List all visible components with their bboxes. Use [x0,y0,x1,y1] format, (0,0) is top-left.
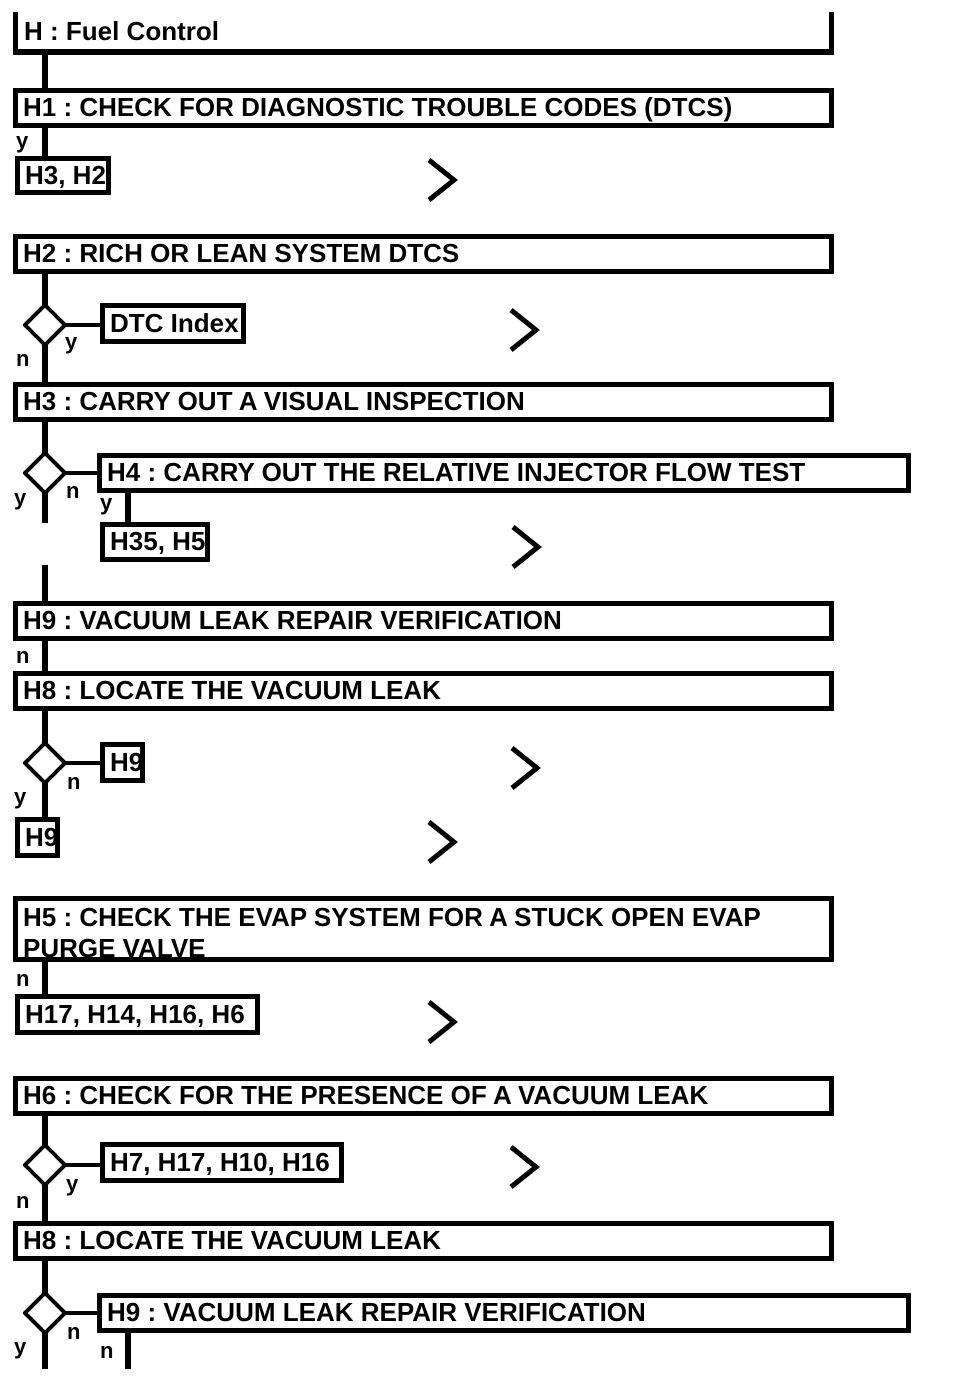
node-label: H9 : VACUUM LEAK REPAIR VERIFICATION [107,1297,646,1327]
node-label: H8 : LOCATE THE VACUUM LEAK [23,675,441,705]
connector-line [42,342,48,386]
branch-label-yes: y [100,490,113,515]
connector-line [42,272,48,308]
branch-label-yes: y [14,485,27,510]
continue-chevron-icon[interactable] [509,523,543,571]
node-label: DTC Index [110,307,239,338]
continue-chevron-icon[interactable] [507,1143,541,1191]
ref-h9-b[interactable]: H9 [15,817,60,858]
ref-h7-h17-h10-h16[interactable]: H7, H17, H10, H16 [100,1142,344,1183]
branch-label-no: n [16,966,30,991]
decision-diamond [23,741,67,785]
connector-line [42,780,48,820]
node-label: H3 : CARRY OUT A VISUAL INSPECTION [23,386,525,416]
node-label: H35, H5 [110,526,206,556]
branch-label-no: n [16,1188,30,1213]
continue-chevron-icon[interactable] [507,306,541,354]
node-label: H3, H2 [25,159,106,190]
node-label: H9 : VACUUM LEAK REPAIR VERIFICATION [23,605,562,635]
connector-line [42,565,48,605]
connector-line [42,1259,48,1297]
node-label: H17, H14, H16, H6 [25,998,245,1029]
ref-h35-h5[interactable]: H35, H5 [100,522,210,562]
ref-h3-h2[interactable]: H3, H2 [15,156,111,195]
branch-label-no: n [100,1338,114,1363]
branch-label-yes: y [14,784,27,809]
connector-line [42,420,48,458]
node-h9-vacuum-leak-repair-verification[interactable]: H9 : VACUUM LEAK REPAIR VERIFICATION [13,601,834,641]
connector-line [42,1331,48,1369]
continue-chevron-icon[interactable] [508,744,542,792]
connector-line [62,1163,102,1167]
branch-label-yes: y [16,128,29,153]
ref-h17-h14-h16-h6[interactable]: H17, H14, H16, H6 [15,994,260,1035]
decision-diamond [23,451,67,495]
node-h3-visual-inspection[interactable]: H3 : CARRY OUT A VISUAL INSPECTION [13,382,834,422]
branch-label-no: n [67,769,81,794]
node-label: H1 : CHECK FOR DIAGNOSTIC TROUBLE CODES … [23,92,733,122]
connector-line [42,490,48,523]
continue-chevron-icon[interactable] [425,998,459,1046]
connector-line [42,960,48,998]
connector-line [62,761,102,765]
node-h5-evap-stuck-open-purge-valve[interactable]: H5 : CHECK THE EVAP SYSTEM FOR A STUCK O… [13,896,834,963]
connector-line [42,52,48,90]
connector-line [125,490,131,526]
connector-line [42,1182,48,1225]
ref-h9-a[interactable]: H9 [100,742,145,783]
node-label: H4 : CARRY OUT THE RELATIVE INJECTOR FLO… [107,457,806,487]
node-h1-check-dtcs[interactable]: H1 : CHECK FOR DIAGNOSTIC TROUBLE CODES … [13,88,834,128]
ref-dtc-index[interactable]: DTC Index [100,303,246,344]
connector-line [42,126,48,160]
node-label: H7, H17, H10, H16 [110,1146,330,1177]
node-label: H9 [110,746,144,777]
connector-line [42,708,48,748]
decision-diamond [23,1291,67,1335]
node-label: H5 : CHECK THE EVAP SYSTEM FOR A STUCK O… [23,902,761,963]
node-h2-rich-lean-dtcs[interactable]: H2 : RICH OR LEAN SYSTEM DTCS [13,234,834,274]
connector-line [42,639,48,675]
branch-label-yes: y [65,329,78,354]
node-h8-locate-vacuum-leak[interactable]: H8 : LOCATE THE VACUUM LEAK [13,671,834,711]
node-label: H6 : CHECK FOR THE PRESENCE OF A VACUUM … [23,1080,709,1110]
continue-chevron-icon[interactable] [425,818,459,866]
connector-line [125,1330,131,1369]
node-label: H9 [25,821,59,852]
node-label: H8 : LOCATE THE VACUUM LEAK [23,1225,441,1255]
connector-line [62,1311,100,1315]
branch-label-yes: y [66,1171,79,1196]
decision-diamond [23,303,67,347]
continue-chevron-icon[interactable] [425,156,459,204]
node-label: H : Fuel Control [24,16,219,46]
branch-label-no: n [16,643,30,668]
branch-label-no: n [66,478,80,503]
node-label: H2 : RICH OR LEAN SYSTEM DTCS [23,238,460,268]
decision-diamond [23,1143,67,1187]
node-h6-check-presence-vacuum-leak[interactable]: H6 : CHECK FOR THE PRESENCE OF A VACUUM … [13,1076,834,1116]
connector-line [62,323,102,327]
node-h4-injector-flow-test[interactable]: H4 : CARRY OUT THE RELATIVE INJECTOR FLO… [97,453,911,493]
node-h8-locate-vacuum-leak-2[interactable]: H8 : LOCATE THE VACUUM LEAK [13,1221,834,1261]
branch-label-no: n [16,346,30,371]
branch-label-no: n [67,1319,81,1344]
branch-label-yes: y [14,1334,27,1359]
connector-line [62,471,100,475]
node-h-fuel-control[interactable]: H : Fuel Control [13,12,834,55]
node-h9-vacuum-leak-repair-verification-2[interactable]: H9 : VACUUM LEAK REPAIR VERIFICATION [97,1293,911,1333]
connector-line [42,1114,48,1150]
